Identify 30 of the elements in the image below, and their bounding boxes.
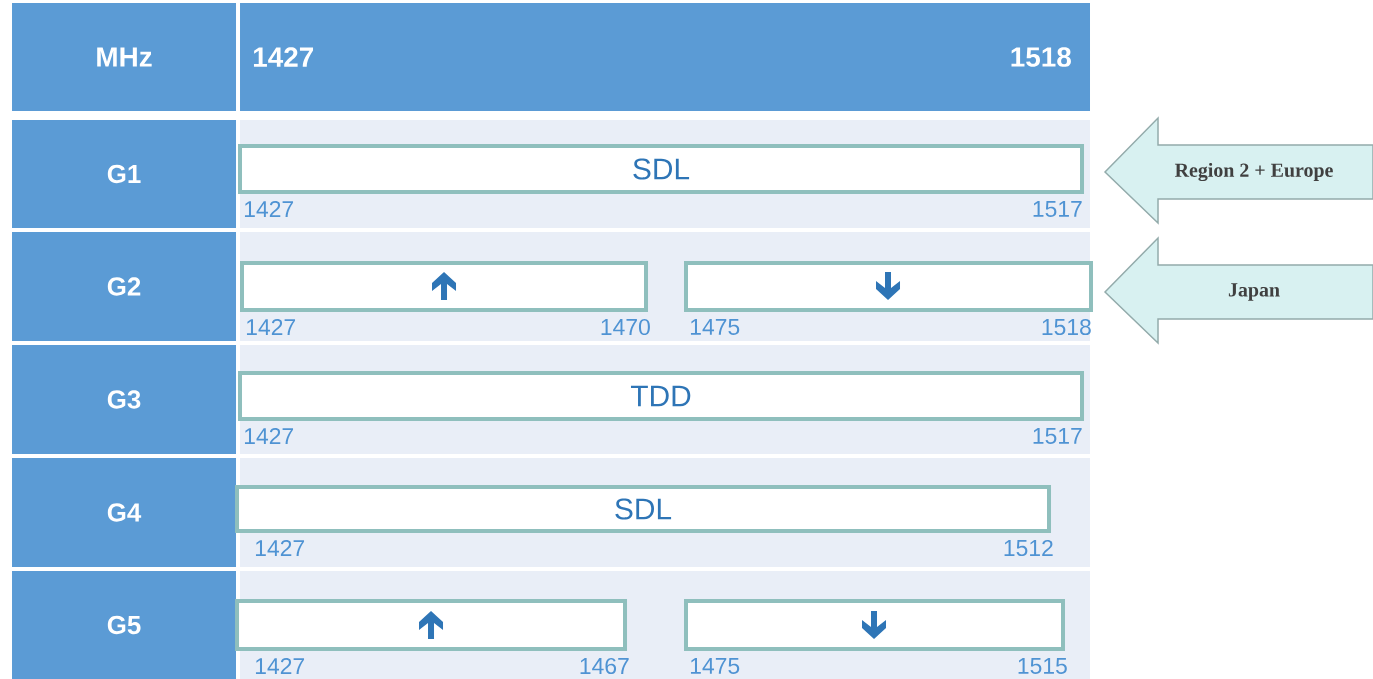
band-box — [684, 261, 1093, 312]
band-box — [240, 261, 648, 312]
row-label-cell: G5 — [12, 571, 236, 679]
row-label-cell: G1 — [12, 120, 236, 228]
band-box — [684, 599, 1065, 651]
band-box: SDL — [235, 485, 1051, 533]
frequency-label: 1427 — [253, 47, 313, 67]
row-label-cell: G4 — [12, 458, 236, 567]
frequency-label: 1475 — [690, 658, 740, 674]
header-cell: MHz — [12, 3, 236, 111]
band-box: TDD — [238, 371, 1084, 421]
frequency-label: 1467 — [580, 657, 629, 675]
frequency-label: 1427 — [255, 658, 305, 674]
frequency-label: 1427 — [244, 428, 294, 444]
frequency-label: 1518 — [1042, 318, 1091, 336]
frequency-label: 1518 — [1011, 47, 1071, 67]
frequency-label: 1427 — [255, 540, 305, 556]
band-box — [235, 599, 627, 651]
frequency-label: 1475 — [690, 319, 740, 335]
frequency-label: 1515 — [1018, 658, 1067, 674]
frequency-label: 1427 — [244, 201, 294, 217]
band-box: SDL — [238, 144, 1084, 194]
frequency-label: 1517 — [1033, 428, 1082, 444]
frequency-label: 1470 — [601, 318, 650, 336]
row-label-cell: G2 — [12, 232, 236, 341]
frequency-label: 1512 — [1004, 539, 1053, 557]
frequency-label: 1517 — [1033, 201, 1082, 217]
header-band — [240, 3, 1090, 111]
frequency-label: 1427 — [246, 319, 296, 335]
row-label-cell: G3 — [12, 345, 236, 454]
